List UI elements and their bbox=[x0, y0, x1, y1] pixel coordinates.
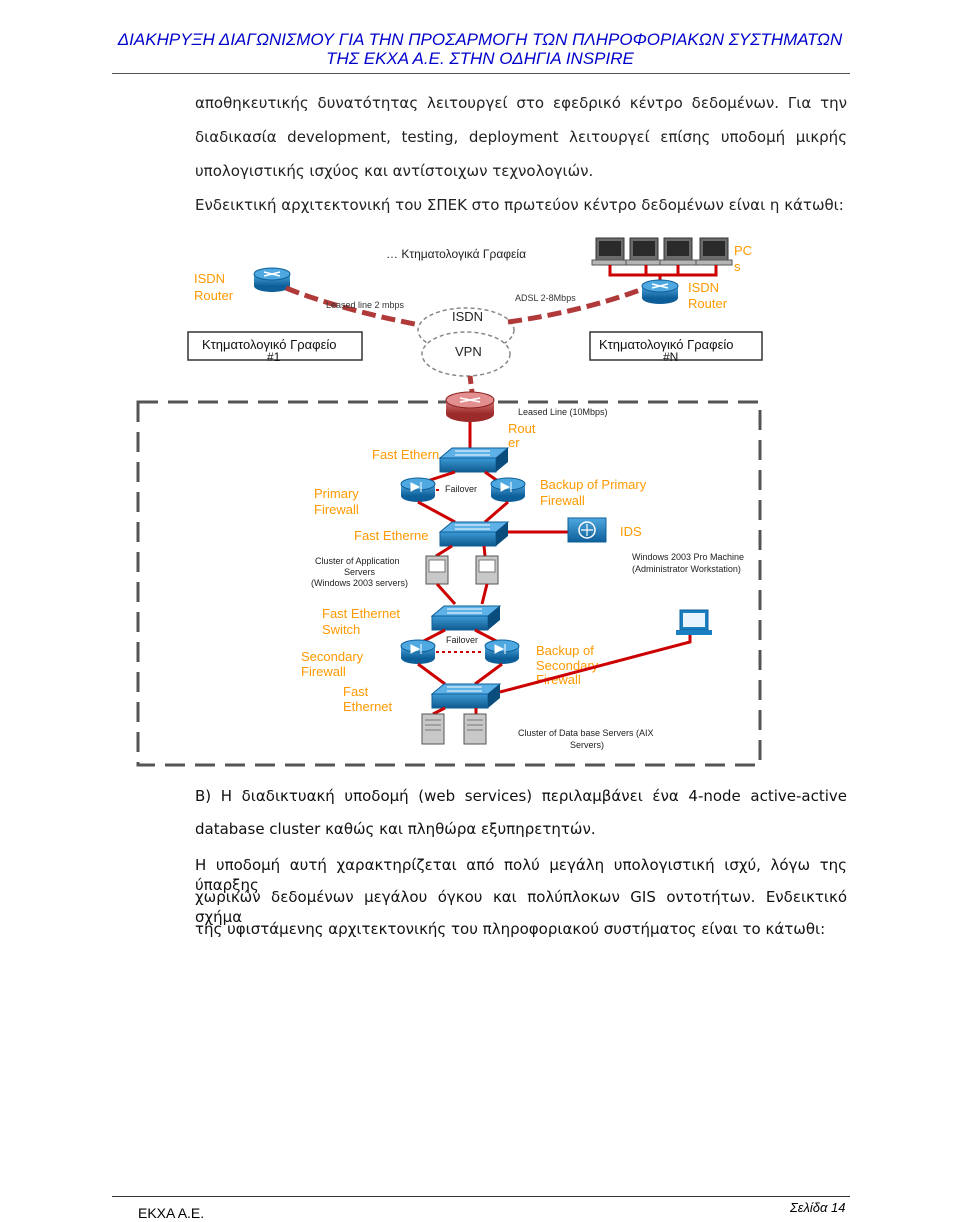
footer-company: ΕΚΧΑ Α.Ε. bbox=[138, 1205, 205, 1221]
cluster-db-label: Cluster of Data base Servers (AIX bbox=[518, 728, 654, 738]
backup-secondary-label: Backup of bbox=[536, 643, 594, 658]
backup-primary-label: Backup of Primary bbox=[540, 477, 647, 492]
secondary-firewall-label: Secondary bbox=[301, 649, 364, 664]
cluster-db-label-2: Servers) bbox=[570, 740, 604, 750]
intro-line-3: υπολογιστικής ισχύος και αντίστοιχων τεχ… bbox=[195, 162, 594, 180]
ids-label: IDS bbox=[620, 524, 642, 539]
fast-ethernet-3-label-2: Ethernet bbox=[343, 699, 393, 714]
isdn-router-right-label: ISDN bbox=[688, 280, 719, 295]
office-1-label-2: #1 bbox=[267, 350, 281, 364]
isdn-router-left-label-2: Router bbox=[194, 288, 234, 303]
network-diagram: ISDN Router Leased line 2 mbps … Κτηματο… bbox=[136, 237, 763, 767]
cluster-app-label-3: (Windows 2003 servers) bbox=[311, 578, 408, 588]
fast-ethernet-1-label: Fast Ethern bbox=[372, 447, 439, 462]
pcs-label: PC bbox=[734, 243, 752, 258]
fast-ethernet-switch-label-2: Switch bbox=[322, 622, 360, 637]
body-p-line-1: Η υποδομή αυτή χαρακτηρίζεται από πολύ μ… bbox=[195, 856, 847, 894]
header-rule bbox=[112, 73, 850, 74]
intro-line-1: αποθηκευτικής δυνατότητας λειτουργεί στο… bbox=[195, 94, 847, 112]
fast-ethernet-switch-1-icon bbox=[438, 447, 510, 473]
footer-rule bbox=[112, 1196, 850, 1197]
office-n-label-2: #N bbox=[663, 350, 678, 364]
db-server-icon bbox=[421, 713, 487, 745]
fast-ethernet-switch-3-icon bbox=[430, 605, 502, 631]
header-line-2: ΤΗΣ ΕΚΧΑ Α.Ε. ΣΤΗΝ ΟΔΗΓΙΑ INSPIRE bbox=[326, 49, 634, 68]
backup-secondary-firewall-icon bbox=[484, 639, 520, 664]
header-line-1: ΔΙΑΚΗΡΥΞΗ ΔΙΑΓΩΝΙΣΜΟΥ ΓΙΑ ΤΗΝ ΠΡΟΣΑΡΜΟΓΗ… bbox=[117, 30, 843, 49]
pc-icon bbox=[591, 237, 733, 266]
body-p-line-2: χωρικών δεδομένων μεγάλου όγκου και πολύ… bbox=[195, 888, 847, 926]
router-label: Rout bbox=[508, 421, 536, 436]
primary-firewall-label-2: Firewall bbox=[314, 502, 359, 517]
primary-firewall-label: Primary bbox=[314, 486, 359, 501]
leased-line-2-label: Leased line 2 mbps bbox=[326, 300, 405, 310]
isdn-router-right-label-2: Router bbox=[688, 296, 728, 311]
ids-icon bbox=[567, 517, 607, 543]
secondary-firewall-label-2: Firewall bbox=[301, 664, 346, 679]
fast-ethernet-3-label: Fast bbox=[343, 684, 369, 699]
backup-secondary-label-3: Firewall bbox=[536, 672, 581, 687]
backup-primary-firewall-icon bbox=[490, 477, 526, 502]
page-header: ΔΙΑΚΗΡΥΞΗ ΔΙΑΓΩΝΙΣΜΟΥ ΓΙΑ ΤΗΝ ΠΡΟΣΑΡΜΟΓΗ… bbox=[0, 30, 960, 68]
fast-ethernet-switch-4-icon bbox=[430, 683, 502, 709]
kt-offices-label: … Κτηματολογικά Γραφεία bbox=[386, 247, 526, 261]
failover-2-label: Failover bbox=[446, 635, 478, 645]
cluster-app-label-2: Servers bbox=[344, 567, 376, 577]
isdn-router-right-icon bbox=[641, 279, 679, 304]
failover-1-label: Failover bbox=[445, 484, 477, 494]
footer-page-number: Σελίδα 14 bbox=[790, 1200, 846, 1215]
fast-ethernet-switch-2-icon bbox=[438, 521, 510, 547]
app-server-icon bbox=[425, 555, 499, 585]
isdn-router-left-label: ISDN bbox=[194, 271, 225, 286]
router-label-2: er bbox=[508, 435, 520, 450]
vpn-label: VPN bbox=[455, 344, 482, 359]
backup-secondary-label-2: Secondary bbox=[536, 658, 599, 673]
secondary-firewall-icon bbox=[400, 639, 436, 664]
pcs-label-2: s bbox=[734, 259, 741, 274]
body-b-line-1: B) Η διαδικτυακή υποδομή (web services) … bbox=[195, 787, 847, 805]
isdn-router-left-icon bbox=[253, 267, 291, 292]
office-1-label: Κτηματολογικό Γραφείο bbox=[202, 337, 337, 352]
win2003-label: Windows 2003 Pro Machine bbox=[632, 552, 744, 562]
leased-line-10-label: Leased Line (10Mbps) bbox=[518, 407, 608, 417]
adsl-label: ADSL 2-8Mbps bbox=[515, 293, 576, 303]
fast-ethernet-2-label: Fast Etherne bbox=[354, 528, 428, 543]
isdn-label: ISDN bbox=[452, 309, 483, 324]
isdn-vpn-cloud bbox=[417, 307, 515, 377]
backup-primary-label-2: Firewall bbox=[540, 493, 585, 508]
office-n-label: Κτηματολογικό Γραφείο bbox=[599, 337, 734, 352]
body-p-line-3: της υφιστάμενης αρχιτεκτονικής του πληρο… bbox=[195, 920, 826, 938]
admin-workstation-icon bbox=[676, 609, 712, 635]
core-router-icon bbox=[445, 391, 495, 422]
body-b-line-2: database cluster καθώς και πληθώρα εξυπη… bbox=[195, 820, 596, 838]
intro-line-2: διαδικασία development, testing, deploym… bbox=[195, 128, 847, 146]
intro-line-4: Ενδεικτική αρχιτεκτονική του ΣΠΕΚ στο πρ… bbox=[195, 196, 844, 214]
fast-ethernet-switch-label: Fast Ethernet bbox=[322, 606, 400, 621]
win2003-label-2: (Administrator Workstation) bbox=[632, 564, 741, 574]
cluster-app-label: Cluster of Application bbox=[315, 556, 400, 566]
primary-firewall-icon bbox=[400, 477, 436, 502]
